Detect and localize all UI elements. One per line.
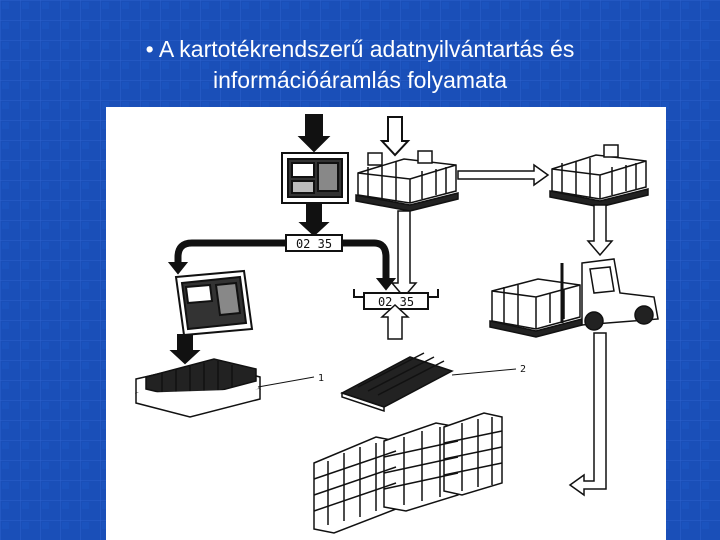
terminal-top-icon bbox=[281, 152, 349, 204]
callout-label-1: 1 bbox=[318, 373, 324, 384]
card-file-tray-middle-icon bbox=[340, 352, 454, 413]
terminal-left-down-arrow bbox=[169, 334, 201, 365]
callout-label-2: 2 bbox=[520, 364, 526, 375]
left-curved-arrow bbox=[174, 239, 286, 265]
input-arrow-outline bbox=[379, 116, 411, 157]
code-tag-2-label: 02 35 bbox=[378, 295, 414, 309]
diagram-panel: 02 35 02 35 1 2 bbox=[106, 107, 666, 540]
card-file-up-arrow bbox=[380, 303, 410, 340]
center-down-arrow bbox=[390, 210, 418, 299]
warehouse-arrow bbox=[568, 332, 607, 497]
bullet: • bbox=[145, 36, 154, 62]
title-line-1: • A kartotékrendszerű adatnyilvántartás … bbox=[60, 34, 660, 65]
right-curved-arrow-head bbox=[375, 278, 397, 291]
terminal-down-arrow bbox=[298, 202, 330, 237]
pallet-top-middle-icon bbox=[355, 150, 459, 212]
right-down-arrow bbox=[586, 204, 614, 257]
title-text-1: A kartotékrendszerű adatnyilvántartás és bbox=[158, 36, 575, 62]
forklift-icon bbox=[489, 258, 659, 338]
input-arrow-solid bbox=[297, 114, 331, 153]
process-diagram: 02 35 02 35 1 2 bbox=[135, 114, 659, 534]
callout-line-1 bbox=[257, 376, 315, 388]
left-curved-arrow-head bbox=[167, 262, 189, 275]
pallet-top-right-icon bbox=[549, 144, 649, 208]
title-line-2: információáramlás folyamata bbox=[212, 67, 507, 93]
slide-title: • A kartotékrendszerű adatnyilvántartás … bbox=[60, 34, 660, 96]
code-tag-1-label: 02 35 bbox=[296, 237, 332, 251]
pallet-transfer-arrow bbox=[457, 163, 550, 187]
callout-line-2 bbox=[451, 368, 517, 376]
card-file-tray-left-icon bbox=[135, 358, 261, 418]
warehouse-racks-icon bbox=[313, 412, 503, 534]
terminal-left-icon bbox=[174, 269, 254, 337]
right-curved-arrow bbox=[342, 239, 390, 279]
